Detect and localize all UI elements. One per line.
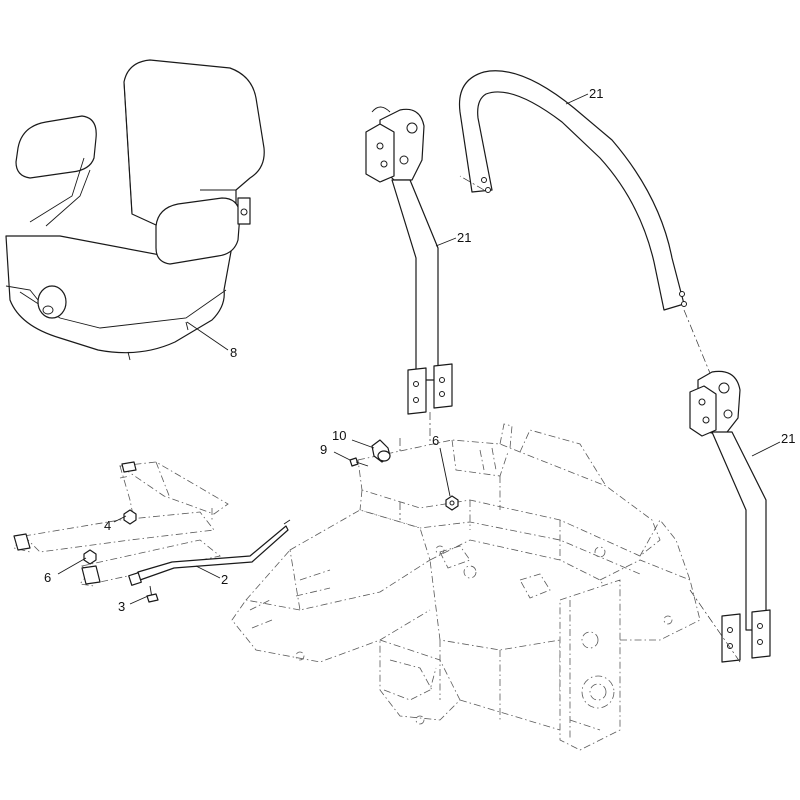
- screw-9: [349, 457, 369, 467]
- callout-6-frame-label: 6: [432, 433, 439, 448]
- callout-21-top-label: 21: [589, 86, 603, 101]
- axis-top-to-left: [459, 175, 485, 191]
- callout-10-label: 10: [332, 428, 346, 443]
- callout-9: 9: [320, 442, 351, 461]
- callout-6-slide-label: 6: [44, 570, 51, 585]
- callout-2-label: 2: [221, 572, 228, 587]
- callout-4: 4: [104, 515, 127, 533]
- callout-6-frame: 6: [432, 433, 451, 497]
- callout-21-left: 21: [435, 230, 471, 247]
- callout-21-top: 21: [565, 86, 603, 105]
- callout-21-right: 21: [751, 431, 795, 457]
- screw-3: [146, 585, 159, 603]
- axis-right-upright-down: [689, 589, 741, 663]
- callout-3-label: 3: [118, 599, 125, 614]
- pin-part: [371, 439, 391, 463]
- callout-3: 3: [118, 595, 149, 614]
- nut-6-frame: [445, 495, 459, 511]
- nut-6-slide: [83, 549, 97, 565]
- callout-9-label: 9: [320, 442, 327, 457]
- rops-right-upright: [689, 370, 771, 663]
- tractor-frame-phantom: [231, 423, 701, 751]
- rops-left-upright: [365, 106, 453, 415]
- callout-8: 8: [186, 321, 237, 360]
- rops-top-hoop: [458, 70, 687, 311]
- callout-4-label: 4: [104, 518, 111, 533]
- callout-2: 2: [195, 565, 228, 587]
- callout-10: 10: [332, 428, 375, 449]
- seat-assembly: [5, 59, 265, 361]
- axis-top-to-right: [683, 309, 713, 379]
- callout-8-label: 8: [230, 345, 237, 360]
- slide-rod: [128, 519, 291, 586]
- nut-4-slide: [123, 509, 137, 525]
- callout-21-left-label: 21: [457, 230, 471, 245]
- callout-21-right-label: 21: [781, 431, 795, 446]
- callout-6-slide: 6: [44, 557, 87, 585]
- seat-slide-phantom: [13, 461, 229, 587]
